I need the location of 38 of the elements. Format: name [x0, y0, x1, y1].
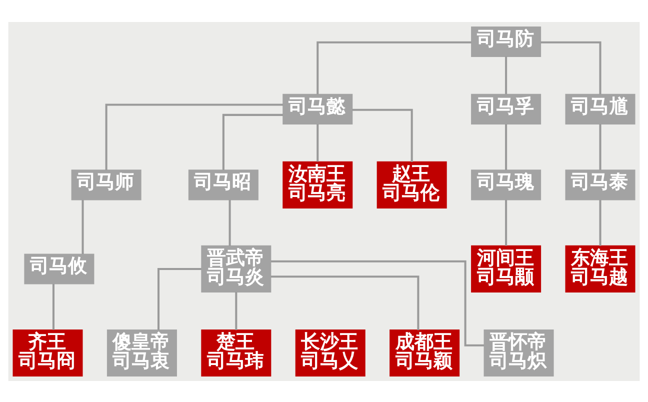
connector [316, 40, 472, 94]
node-box: 傻皇帝 司马衷 [106, 328, 177, 376]
connector [599, 199, 602, 246]
connector [270, 260, 484, 346]
node-box: 晋怀帝 司马炽 [484, 328, 554, 376]
connector [228, 199, 231, 246]
node-box: 河间王 司马颙 [471, 244, 542, 292]
node-box: 司马师 [71, 169, 142, 200]
connector [505, 56, 508, 94]
connector [270, 275, 420, 330]
connector [316, 124, 319, 162]
node-box: 司马攸 [24, 253, 94, 284]
connector [52, 284, 54, 330]
connector [82, 199, 84, 254]
node-box: 司马孚 [471, 93, 542, 124]
node-box: 司马馗 [565, 93, 636, 124]
node-box: 成都王 司马颖 [390, 328, 460, 376]
node-box: 晋武帝 司马炎 [201, 244, 272, 292]
node-box: 司马懿 [282, 93, 353, 124]
connector [105, 103, 284, 170]
connector [599, 124, 602, 170]
node-box: 长沙王 司马乂 [295, 328, 366, 376]
node-box: 赵王 司马伦 [376, 160, 447, 208]
node-box: 司马防 [471, 26, 542, 56]
connector [235, 291, 238, 330]
node-box: 东海王 司马越 [565, 244, 636, 292]
node-box: 司马泰 [565, 169, 636, 200]
connector [157, 267, 202, 330]
node-box: 司马昭 [188, 169, 258, 200]
connector [222, 113, 284, 170]
node-box: 齐王 司马冏 [12, 328, 83, 376]
node-box: 汝南王 司马亮 [282, 160, 353, 208]
node-box: 司马瑰 [471, 169, 542, 200]
connector [352, 108, 413, 162]
connector [505, 124, 508, 170]
connector [505, 199, 508, 246]
connector [540, 40, 602, 94]
node-box: 楚王 司马玮 [201, 328, 272, 376]
